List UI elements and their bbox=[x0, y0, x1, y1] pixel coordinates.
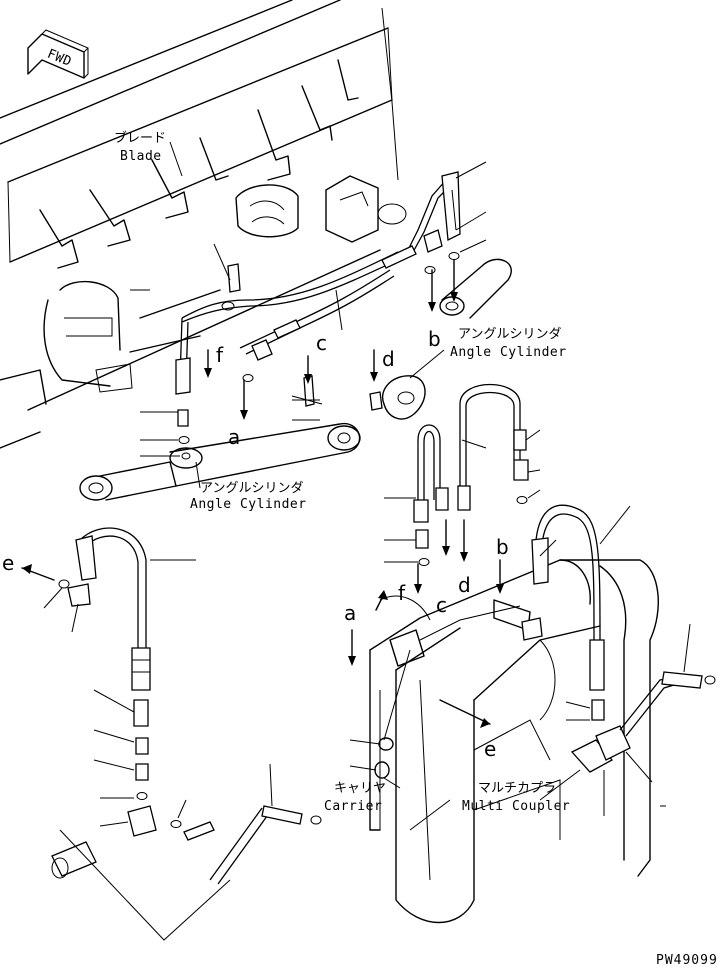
letter-c-top: c bbox=[316, 331, 327, 355]
blade-ribs bbox=[39, 59, 359, 269]
right-callout-leaders bbox=[349, 429, 691, 831]
left-hose-assembly bbox=[43, 527, 322, 941]
letter-b-mid: b bbox=[496, 535, 509, 559]
carrier-label-jp: キャリヤ bbox=[334, 781, 386, 796]
callout-leaders bbox=[130, 161, 487, 457]
carrier-frame bbox=[369, 559, 659, 924]
letter-e-bottom: e bbox=[484, 737, 496, 761]
letter-f-mid: f bbox=[398, 581, 406, 605]
letter-e-left: e bbox=[2, 551, 14, 575]
letter-e-left-arrow bbox=[21, 564, 55, 581]
top-connection-arrows bbox=[204, 259, 458, 420]
letter-c-mid: c bbox=[436, 593, 447, 617]
letter-d-mid: d bbox=[458, 573, 471, 597]
angle-cyl-bottom-jp: アングルシリンダ bbox=[200, 481, 303, 496]
blade-label-jp: ブレード bbox=[114, 130, 166, 146]
fwd-label: FWD bbox=[45, 47, 74, 70]
blade-lower-frame bbox=[0, 280, 221, 405]
coupler-label-jp: マルチカプラ bbox=[478, 781, 556, 796]
letter-f-top: f bbox=[216, 343, 224, 367]
coupler-label-en: Multi Coupler bbox=[462, 799, 570, 814]
blade bbox=[0, 0, 407, 449]
angle-cyl-bottom-en: Angle Cylinder bbox=[190, 497, 307, 512]
figure-code: PW49099 bbox=[656, 953, 718, 968]
letter-a-top: a bbox=[228, 425, 240, 449]
angle-cyl-top-jp: アングルシリンダ bbox=[458, 327, 561, 342]
letter-a-mid: a bbox=[344, 601, 356, 625]
blade-brackets bbox=[235, 175, 407, 243]
mid-connection-arrows bbox=[348, 519, 504, 728]
angle-cylinder-bottom bbox=[79, 423, 361, 501]
angle-cylinder-top bbox=[381, 258, 512, 420]
letter-b-top: b bbox=[428, 327, 441, 351]
fwd-arrow-tag: FWD bbox=[27, 29, 89, 79]
carrier-label-en: Carrier bbox=[324, 799, 382, 814]
angle-cyl-top-en: Angle Cylinder bbox=[450, 345, 567, 360]
blade-label-en: Blade bbox=[120, 149, 162, 164]
right-hose-assembly bbox=[374, 384, 716, 779]
blade-leader bbox=[169, 141, 183, 177]
letter-d-top: d bbox=[382, 347, 395, 371]
upper-hose-assembly bbox=[175, 171, 461, 460]
